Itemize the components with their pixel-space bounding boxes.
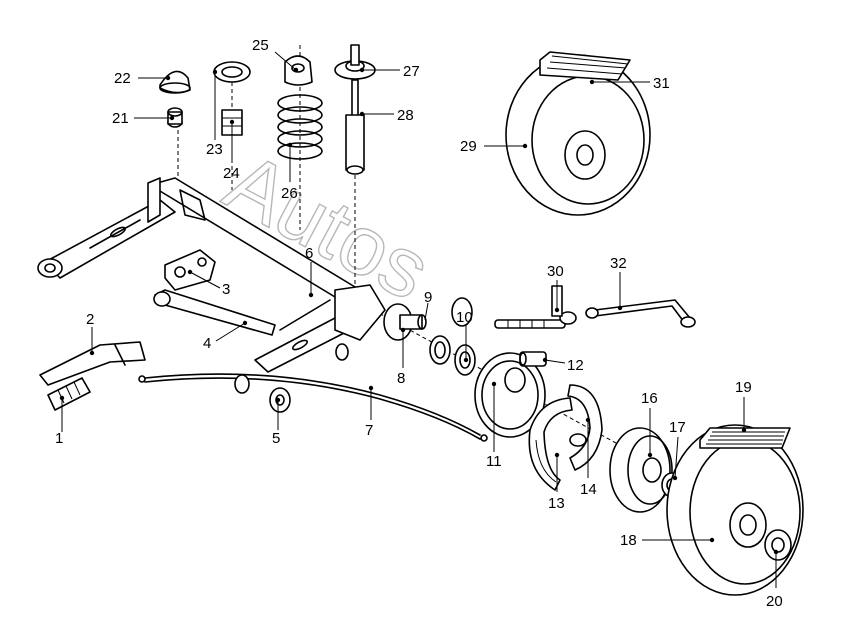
callout-label: 27 — [403, 63, 420, 80]
callout-label: 14 — [580, 481, 597, 498]
callout-label: 32 — [610, 255, 627, 272]
callout-21: 21 — [112, 110, 175, 127]
callout-label: 9 — [424, 289, 432, 306]
callout-23: 23 — [206, 69, 223, 158]
callout-label: 12 — [567, 357, 584, 374]
callout-25: 25 — [252, 37, 299, 73]
callout-label: 28 — [397, 107, 414, 124]
brake-shoe-front — [528, 397, 573, 491]
stub-axle — [383, 303, 427, 341]
callout-label: 6 — [305, 245, 313, 262]
callout-1: 1 — [55, 395, 65, 447]
callout-label: 21 — [112, 110, 129, 127]
callout-label: 8 — [397, 370, 405, 387]
callout-label: 26 — [281, 185, 298, 202]
brake-drum — [609, 427, 673, 513]
callout-18: 18 — [620, 532, 715, 549]
callout-8: 8 — [397, 327, 405, 387]
callout-2: 2 — [86, 311, 94, 356]
brake-pipe — [585, 299, 696, 328]
callout-label: 24 — [223, 165, 240, 182]
callout-29: 29 — [460, 138, 528, 155]
callout-label: 18 — [620, 532, 637, 549]
spring-rubber-cap — [284, 55, 313, 86]
coil-spring — [277, 94, 323, 160]
callout-12: 12 — [542, 357, 584, 374]
callout-label: 31 — [653, 75, 670, 92]
bushing-small — [167, 107, 183, 128]
callout-label: 5 — [272, 430, 280, 447]
trailing-arm — [153, 289, 276, 336]
callout-13: 13 — [548, 452, 565, 512]
callout-label: 30 — [547, 263, 564, 280]
callout-label: 19 — [735, 379, 752, 396]
handbrake-lever — [39, 341, 146, 386]
callout-label: 16 — [641, 390, 658, 407]
callout-label: 11 — [486, 453, 502, 470]
callout-3: 3 — [187, 269, 230, 298]
callout-24: 24 — [223, 119, 240, 182]
callout-9: 9 — [424, 289, 432, 321]
callout-label: 17 — [669, 419, 686, 436]
callout-label: 22 — [114, 70, 131, 87]
callout-label: 4 — [203, 335, 211, 352]
callout-10: 10 — [456, 309, 473, 363]
handbrake-cable — [138, 373, 488, 442]
rear-axle-beam — [37, 177, 386, 373]
callout-label: 10 — [456, 309, 473, 326]
callout-32: 32 — [610, 255, 627, 311]
callout-22: 22 — [114, 70, 171, 87]
bump-stop — [159, 70, 191, 94]
road-wheel-upper — [505, 51, 651, 216]
callout-label: 13 — [548, 495, 565, 512]
callout-17: 17 — [669, 419, 686, 481]
shock-absorber — [345, 44, 365, 175]
callout-6: 6 — [305, 245, 313, 298]
callout-20: 20 — [766, 549, 783, 610]
callout-31: 31 — [589, 75, 670, 92]
callout-label: 29 — [460, 138, 477, 155]
callout-label: 7 — [365, 422, 373, 439]
callout-label: 23 — [206, 141, 223, 158]
callout-label: 25 — [252, 37, 269, 54]
callout-7: 7 — [365, 385, 373, 439]
callout-16: 16 — [641, 390, 658, 458]
callout-label: 1 — [55, 430, 63, 447]
callout-26: 26 — [281, 142, 298, 202]
inner-bearing — [429, 335, 451, 365]
callout-14: 14 — [580, 417, 597, 498]
callout-28: 28 — [359, 107, 414, 124]
wheel-cylinder — [519, 351, 547, 367]
brake-shoe-rear — [567, 384, 603, 471]
callout-label: 3 — [222, 281, 230, 298]
callout-4: 4 — [203, 320, 248, 352]
callout-5: 5 — [272, 397, 280, 447]
callout-19: 19 — [735, 379, 752, 433]
callout-label: 20 — [766, 593, 783, 610]
dust-cap — [764, 529, 792, 561]
callout-27: 27 — [359, 63, 420, 80]
brake-hose — [494, 285, 577, 329]
callout-11: 11 — [486, 381, 502, 470]
callout-label: 2 — [86, 311, 94, 328]
road-wheel-lower — [666, 424, 804, 596]
callout-30: 30 — [547, 263, 564, 313]
upper-spring-seat — [213, 61, 251, 83]
backing-plate — [474, 352, 546, 438]
